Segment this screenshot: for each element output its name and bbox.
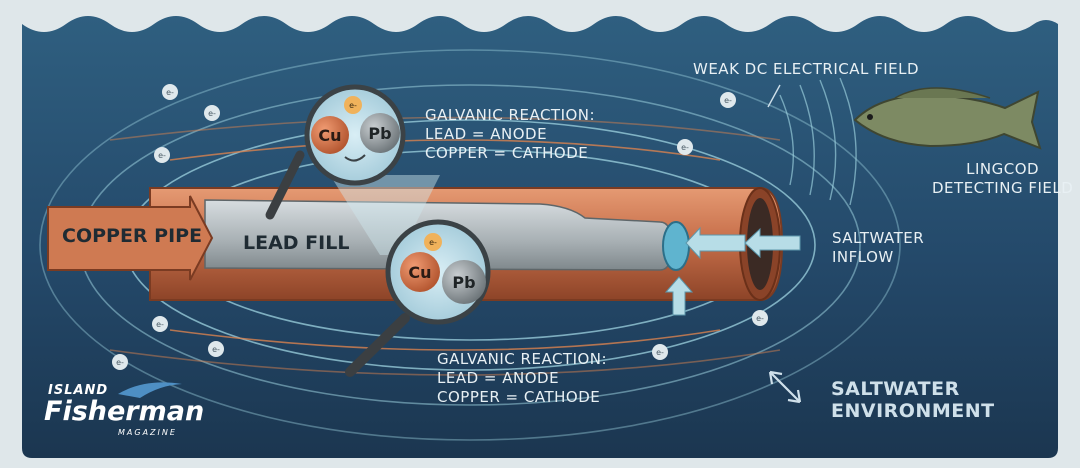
reaction-top-line-2: LEAD = ANODE (425, 125, 548, 143)
svg-text:Cu: Cu (318, 126, 341, 145)
environment-line-2: ENVIRONMENT (831, 400, 995, 422)
saltwater-environment-label: SALTWATER ENVIRONMENT (831, 378, 995, 422)
electron-8: e- (112, 354, 128, 370)
electron-7: e- (208, 341, 224, 357)
weak-field-label: WEAK DC ELECTRICAL FIELD (693, 60, 920, 78)
svg-text:e-: e- (756, 314, 764, 323)
fish-field-arcs (779, 77, 857, 206)
orange-field-lines (109, 116, 781, 376)
bottom-magnifier: e- Cu Pb (345, 219, 491, 377)
reaction-bottom-line-1: GALVANIC REACTION: (437, 350, 608, 368)
environment-line-1: SALTWATER (831, 378, 960, 400)
inflow-line-1: SALTWATER (832, 229, 925, 247)
svg-text:e-: e- (116, 358, 124, 367)
svg-text:e-: e- (166, 88, 174, 97)
logo-fisherman: Fisherman (44, 396, 205, 427)
svg-text:e-: e- (158, 151, 166, 160)
svg-text:e-: e- (208, 109, 216, 118)
svg-text:e-: e- (656, 348, 664, 357)
saltwater-inflow-arrows (664, 226, 801, 316)
top-magnifier: e- Cu Pb (265, 84, 440, 255)
lingcod-fish (853, 87, 1042, 150)
svg-text:Cu: Cu (408, 263, 431, 282)
electron-9: e- (652, 344, 668, 360)
copper-pipe-label: COPPER PIPE (62, 225, 203, 247)
copper-pipe-arrow (47, 195, 214, 281)
electron-10: e- (752, 310, 768, 326)
logo-magazine: MAGAZINE (118, 428, 177, 437)
reaction-top-line-1: GALVANIC REACTION: (425, 106, 596, 124)
svg-text:e-: e- (681, 143, 689, 152)
electron-1: e- (162, 84, 178, 100)
reaction-label-top: GALVANIC REACTION: LEAD = ANODE COPPER =… (425, 106, 595, 163)
electron-5: e- (677, 139, 693, 155)
electron-6: e- (152, 316, 168, 332)
svg-text:e-: e- (212, 345, 220, 354)
svg-text:e-: e- (156, 320, 164, 329)
svg-text:Pb: Pb (368, 124, 391, 143)
label-pointers (767, 84, 781, 108)
lingcod-line-1: LINGCOD (966, 160, 1040, 178)
lingcod-line-2: DETECTING FIELD (932, 179, 1074, 197)
logo-island: ISLAND (48, 383, 109, 398)
inflow-line-2: INFLOW (832, 248, 894, 266)
svg-text:e-: e- (724, 96, 732, 105)
electron-particles: e- e- e- e- e- e- e- e- e- e- (112, 84, 768, 370)
lead-fill-label: LEAD FILL (243, 232, 350, 254)
lingcod-label: LINGCOD DETECTING FIELD (932, 160, 1073, 198)
saltwater-inflow-label: SALTWATER INFLOW (832, 229, 924, 267)
svg-text:e-: e- (349, 101, 357, 110)
environment-arrow (768, 370, 802, 404)
svg-text:Pb: Pb (452, 273, 475, 292)
svg-text:e-: e- (429, 238, 437, 247)
reaction-bottom-line-3: COPPER = CATHODE (437, 388, 601, 406)
reaction-top-line-3: COPPER = CATHODE (425, 144, 589, 162)
reaction-bottom-line-2: LEAD = ANODE (437, 369, 560, 387)
electron-4: e- (720, 92, 736, 108)
logo-swoosh (118, 382, 182, 398)
reaction-label-bottom: GALVANIC REACTION: LEAD = ANODE COPPER =… (437, 350, 607, 407)
electron-3: e- (154, 147, 170, 163)
electron-2: e- (204, 105, 220, 121)
